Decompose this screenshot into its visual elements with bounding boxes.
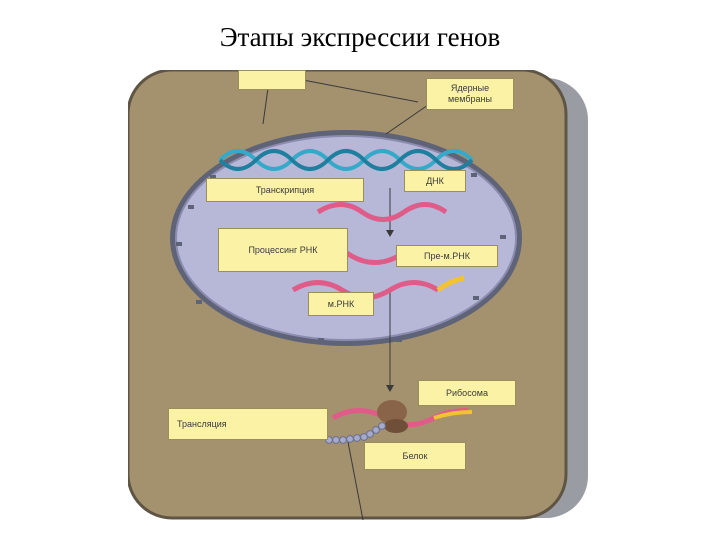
label-mrna: м.РНК xyxy=(308,292,374,316)
label-protein: Белок xyxy=(364,442,466,470)
label-ribosome: Рибосома xyxy=(418,380,516,406)
label-transcription: Транскрипция xyxy=(206,178,364,202)
label-pre-mrna: Пре-м.РНК xyxy=(396,245,498,267)
arrow-head-2 xyxy=(386,385,394,392)
label-translation: Трансляция xyxy=(168,408,328,440)
pointer-lines xyxy=(262,79,429,521)
dna-helix xyxy=(218,149,474,171)
slide-title: Этапы экспрессии генов xyxy=(219,22,501,52)
label-rna-processing: Процессинг РНК xyxy=(218,228,348,272)
label-nuclear-membranes: Ядерные мембраны xyxy=(426,78,514,110)
label-dna: ДНК xyxy=(404,170,466,192)
label-top-blank xyxy=(238,70,306,90)
gene-expression-diagram: Ядерные мембраны ДНК Транскрипция Процес… xyxy=(128,70,592,522)
protein-chain xyxy=(325,422,386,444)
ribosome-small-subunit xyxy=(384,419,408,433)
nuclear-pores xyxy=(176,173,506,342)
transcription-rna xyxy=(316,202,448,222)
arrow-head-1 xyxy=(386,230,394,237)
poly-a-tail-nucleus xyxy=(436,275,465,293)
ribosome-body xyxy=(377,400,407,424)
poly-a-tail-cytoplasm xyxy=(433,410,473,420)
